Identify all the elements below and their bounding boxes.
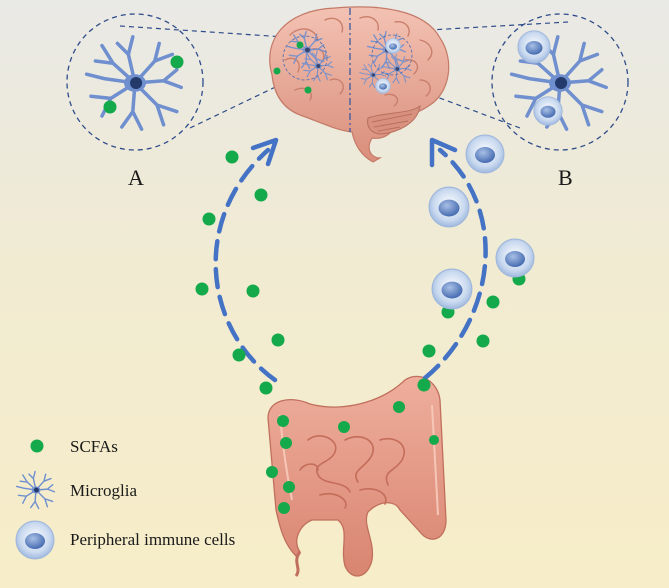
panel-label-b: B	[558, 165, 573, 190]
microglia-icon	[15, 470, 56, 510]
scfa-dot-icon	[271, 333, 285, 347]
immune-cell-icon	[517, 30, 551, 64]
legend: SCFAs Microglia Peripheral immune cells	[15, 437, 235, 560]
legend-microglia-label: Microglia	[70, 481, 137, 500]
scfa-dot-icon	[278, 502, 290, 514]
gut-icon	[267, 375, 447, 577]
scfa-dot-icon	[429, 435, 439, 445]
legend-immune-label: Peripheral immune cells	[70, 530, 235, 549]
scfa-dot-icon	[393, 401, 405, 413]
scfa-dot-icon	[30, 439, 44, 453]
scfa-dots-gut	[266, 401, 439, 514]
immune-cell-icon	[375, 78, 391, 94]
panel-label-a: A	[128, 165, 144, 190]
brain-zoom-rings	[282, 34, 413, 81]
scfa-dot-icon	[254, 188, 268, 202]
scfa-dot-icon	[259, 381, 273, 395]
immune-cell-icon	[428, 186, 470, 228]
scfa-dot-icon	[103, 100, 117, 114]
scfa-dot-icon	[246, 284, 260, 298]
microglia-zoom-b	[509, 30, 608, 131]
immune-cell-icon	[431, 268, 473, 310]
scfa-dot-icon	[338, 421, 350, 433]
scfa-dot-icon	[283, 481, 295, 493]
scfa-dot-icon	[296, 41, 304, 49]
microglia-zoom-a	[84, 35, 184, 131]
scfa-dot-icon	[422, 344, 436, 358]
scfa-dot-icon	[486, 295, 500, 309]
scfa-dots-left	[195, 150, 285, 395]
immune-cell-icon	[495, 238, 535, 278]
scfa-dot-icon	[170, 55, 184, 69]
immune-cell-icon	[533, 96, 563, 126]
scfa-dot-icon	[225, 150, 239, 164]
scfa-dot-icon	[476, 334, 490, 348]
brain-icon	[269, 6, 450, 163]
immune-cell-icon	[15, 520, 55, 560]
scfa-dot-icon	[304, 86, 312, 94]
zoom-circle-b	[491, 13, 629, 151]
scfa-dot-icon	[202, 212, 216, 226]
arrow-right	[422, 137, 488, 381]
scfa-dot-icon	[266, 466, 278, 478]
scfa-dot-icon	[280, 437, 292, 449]
arrow-left	[213, 137, 279, 383]
scfa-dot-icon	[195, 282, 209, 296]
scfa-dot-icon	[273, 67, 281, 75]
immune-cell-icon	[465, 134, 505, 174]
scfa-dot-icon	[277, 415, 289, 427]
immune-cell-icon	[385, 38, 401, 54]
scfa-dot-icon	[232, 348, 246, 362]
zoom-circle-a	[66, 13, 204, 151]
scfa-dot-icon	[417, 378, 431, 392]
legend-scfa-label: SCFAs	[70, 437, 118, 456]
